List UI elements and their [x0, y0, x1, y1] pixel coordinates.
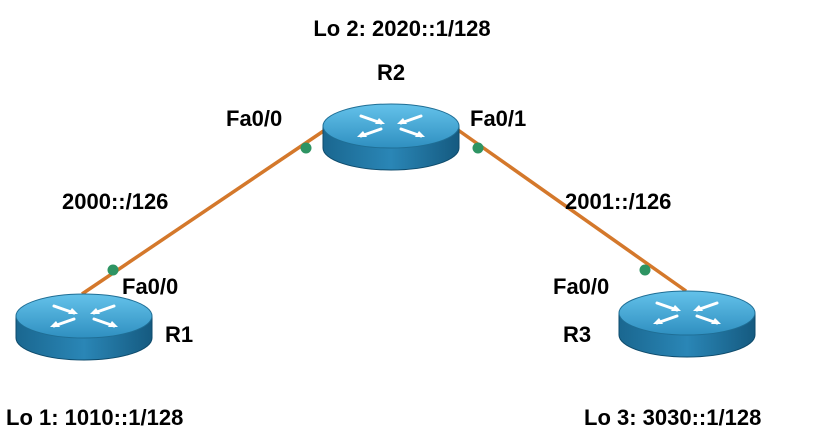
port-dot-r2-fa0-0: [300, 142, 312, 154]
link-r1-r2: [81, 128, 326, 296]
r2-name-label: R2: [377, 60, 405, 85]
router-icon: [618, 290, 756, 358]
r2-fa0-1-label: Fa0/1: [470, 106, 526, 131]
router-icon: [15, 293, 153, 361]
r1-loopback-label: Lo 1: 1010::1/128: [6, 405, 183, 430]
subnet-r2-r3-label: 2001::/126: [565, 189, 671, 214]
r3-fa0-0-label: Fa0/0: [553, 274, 609, 299]
r1-name-label: R1: [165, 322, 193, 347]
port-dot-r1-fa0-0: [107, 264, 119, 276]
router-r2[interactable]: [322, 103, 460, 171]
r2-loopback-label: Lo 2: 2020::1/128: [313, 16, 490, 41]
r3-loopback-label: Lo 3: 3030::1/128: [584, 405, 761, 430]
port-dot-r2-fa0-1: [472, 142, 484, 154]
r2-fa0-0-label: Fa0/0: [226, 106, 282, 131]
router-icon: [322, 103, 460, 171]
port-dot-r3-fa0-0: [639, 264, 651, 276]
r1-fa0-0-label: Fa0/0: [122, 274, 178, 299]
subnet-r1-r2-label: 2000::/126: [62, 189, 168, 214]
router-r1[interactable]: [15, 293, 153, 361]
r3-name-label: R3: [563, 322, 591, 347]
router-r3[interactable]: [618, 290, 756, 358]
link-r2-r3: [456, 128, 688, 293]
